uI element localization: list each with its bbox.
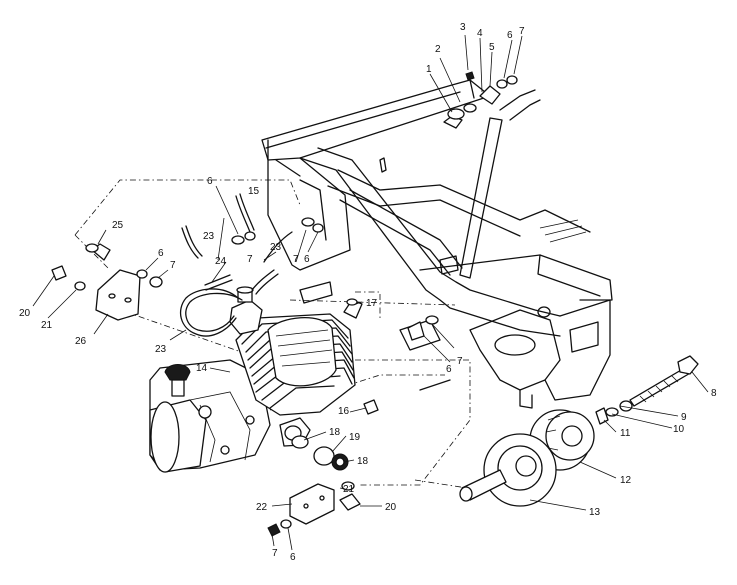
top-clamp-parts bbox=[443, 71, 518, 129]
callout-6-bottom: 6 bbox=[290, 552, 296, 563]
callout-6-left: 6 bbox=[158, 248, 164, 259]
callout-11: 11 bbox=[620, 428, 631, 439]
right-axle-bolt bbox=[595, 355, 699, 425]
callout-6-mid-b: 6 bbox=[304, 254, 310, 265]
callout-1-top: 1 bbox=[426, 64, 432, 75]
callout-23-c: 23 bbox=[155, 344, 167, 355]
callout-25: 25 bbox=[112, 220, 124, 231]
callout-7-mid-b: 7 bbox=[293, 254, 299, 265]
callout-9: 9 bbox=[681, 412, 687, 423]
engine-assembly bbox=[149, 286, 356, 473]
callout-7-top: 7 bbox=[519, 26, 525, 37]
callout-2-top: 2 bbox=[435, 44, 441, 55]
callout-18-a: 18 bbox=[329, 427, 341, 438]
mid-nuts bbox=[231, 217, 324, 245]
hardware-parts bbox=[51, 71, 699, 537]
chassis-frame bbox=[261, 79, 613, 409]
left-mount-bracket bbox=[51, 243, 163, 321]
callout-7-left: 7 bbox=[170, 260, 176, 271]
seal-parts bbox=[291, 435, 349, 471]
callout-23-b: 23 bbox=[270, 242, 282, 253]
clutch-assembly bbox=[459, 409, 595, 507]
hoses bbox=[179, 193, 293, 337]
callout-4-top: 4 bbox=[477, 28, 483, 39]
callout-5-top: 5 bbox=[489, 42, 495, 53]
callout-18-b: 18 bbox=[357, 456, 369, 467]
callout-6-right: 6 bbox=[446, 364, 452, 375]
sensor-parts bbox=[343, 298, 379, 415]
callout-15: 15 bbox=[248, 186, 260, 197]
callout-19: 19 bbox=[349, 432, 361, 443]
callout-14: 14 bbox=[196, 363, 208, 374]
callout-6-top: 6 bbox=[507, 30, 513, 41]
callout-8: 8 bbox=[711, 388, 717, 399]
callout-3-top: 3 bbox=[460, 22, 466, 33]
callout-10: 10 bbox=[673, 424, 685, 435]
callout-12: 12 bbox=[620, 475, 632, 486]
callout-7-mid-a: 7 bbox=[247, 254, 253, 265]
callout-26: 26 bbox=[75, 336, 87, 347]
callout-20-bottom: 20 bbox=[385, 502, 397, 513]
callout-labels: 1 2 3 4 5 6 7 6 15 23 23 7 6 7 25 6 7 24… bbox=[19, 22, 717, 563]
callout-17: 17 bbox=[366, 298, 378, 309]
callout-21-bottom: 21 bbox=[343, 484, 355, 495]
leader-lines bbox=[32, 34, 709, 551]
callout-13: 13 bbox=[589, 507, 601, 518]
callout-22: 22 bbox=[256, 502, 268, 513]
callout-7-right: 7 bbox=[457, 356, 463, 367]
callout-6-mid: 6 bbox=[207, 176, 213, 187]
callout-20-left: 20 bbox=[19, 308, 31, 319]
callout-16: 16 bbox=[338, 406, 350, 417]
callout-24: 24 bbox=[215, 256, 227, 267]
callout-23-a: 23 bbox=[203, 231, 215, 242]
callout-7-bottom: 7 bbox=[272, 548, 278, 559]
callout-21-left: 21 bbox=[41, 320, 53, 331]
